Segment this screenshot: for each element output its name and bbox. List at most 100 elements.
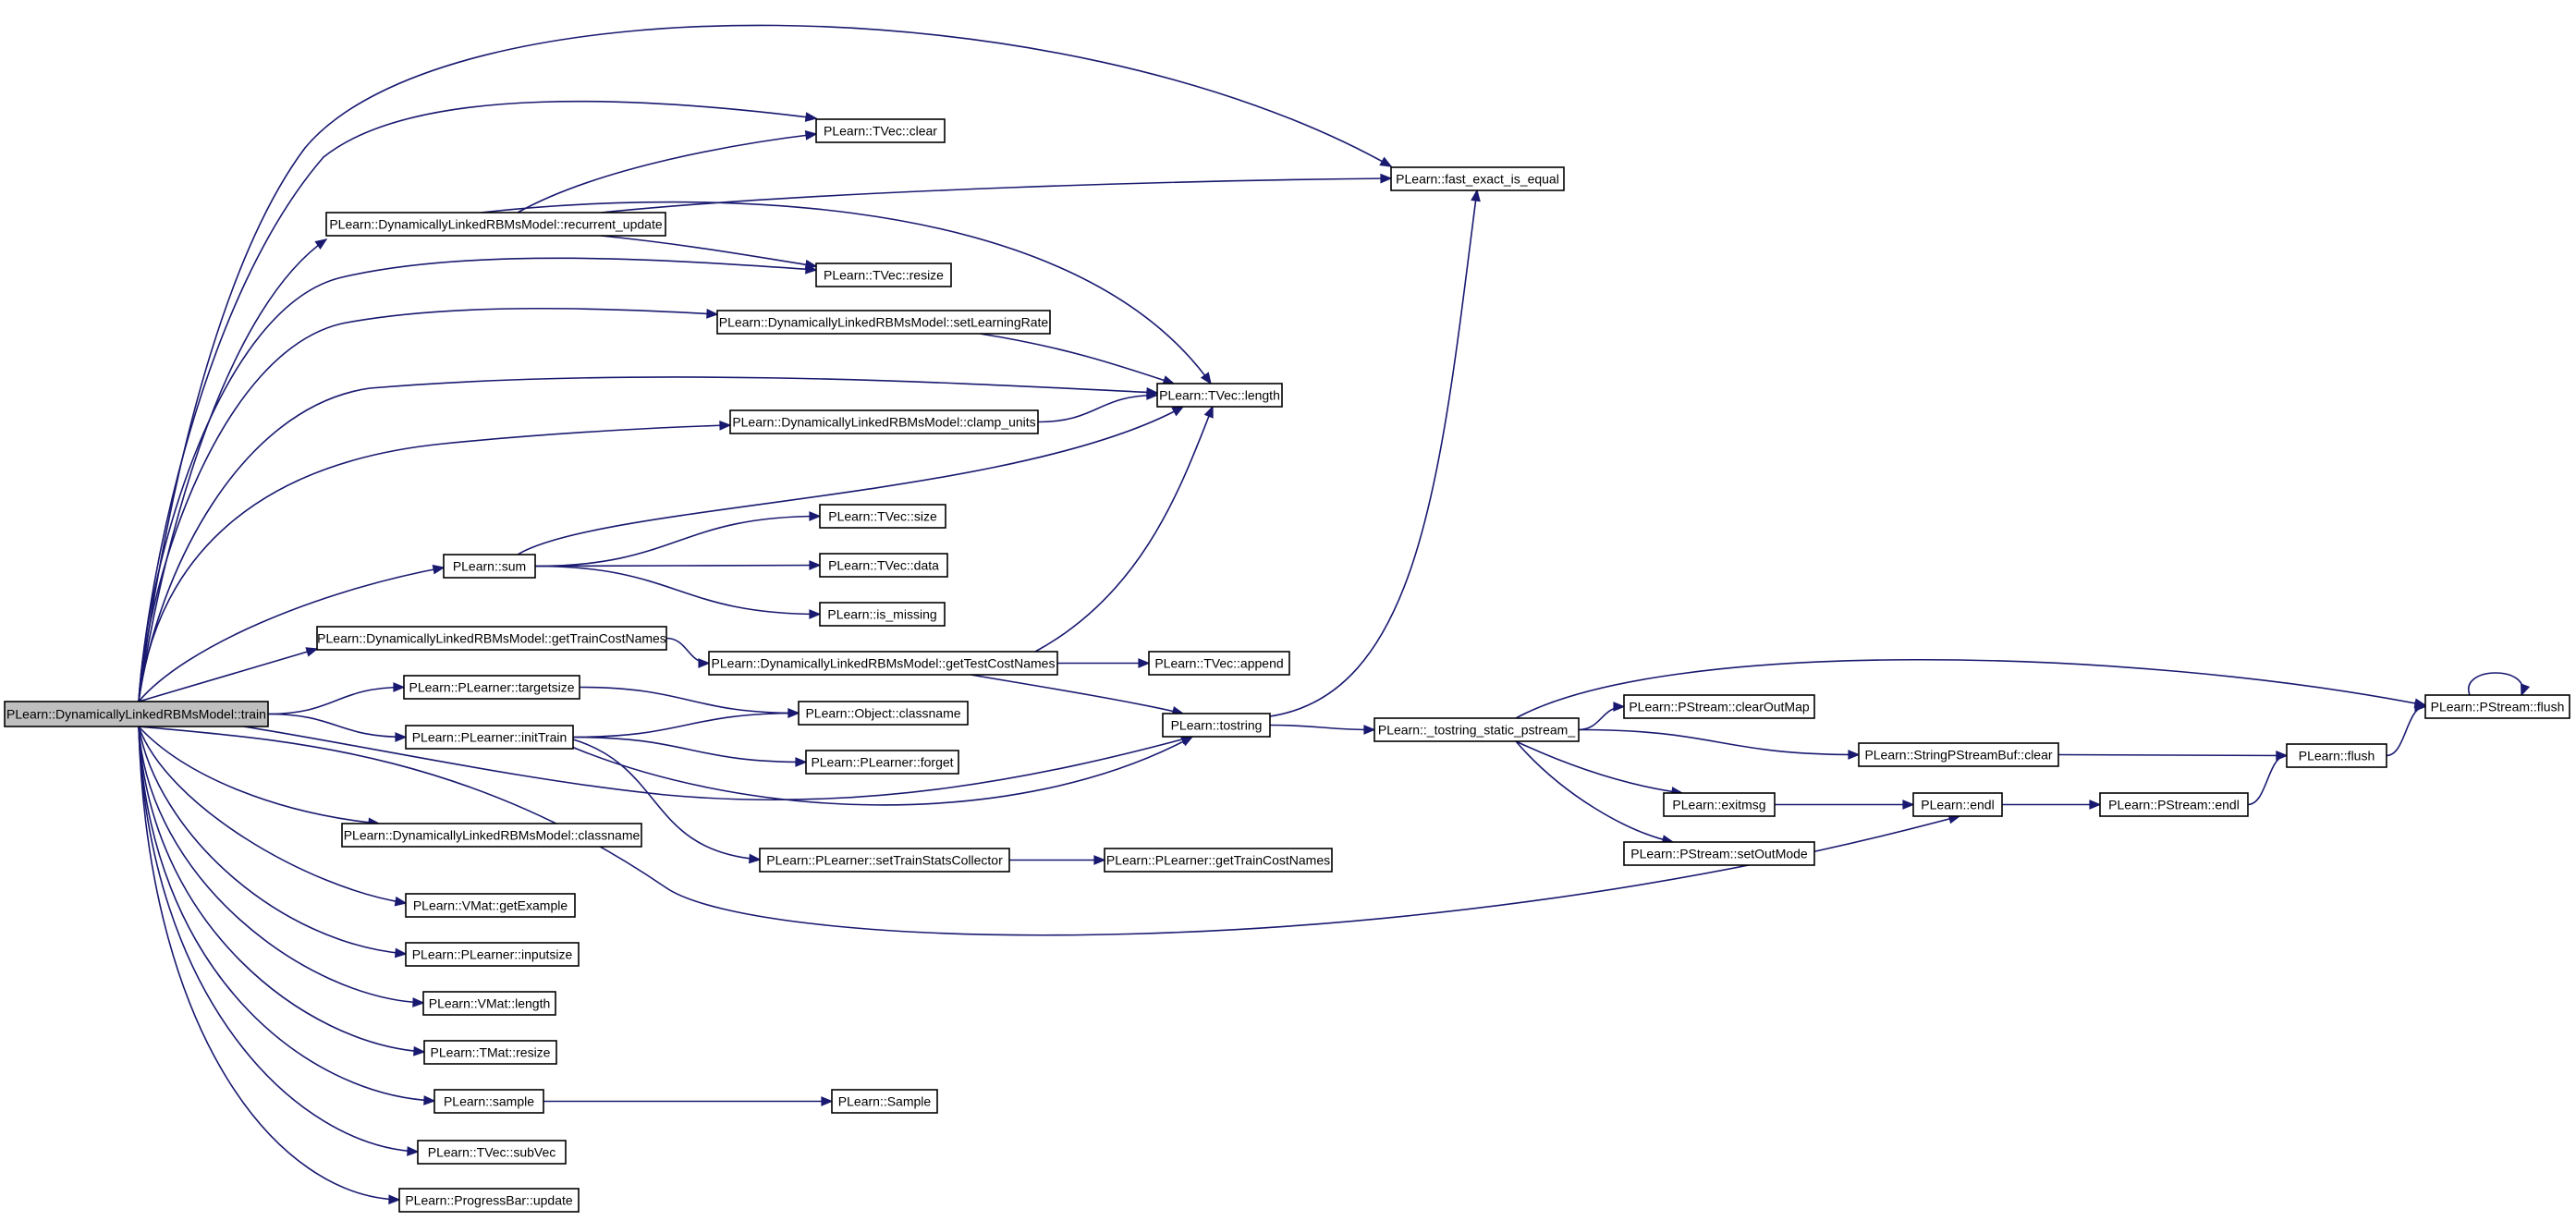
edge-endl-to-pstream_endl [2002,800,2102,810]
node-box [1623,841,1815,866]
node-box [798,701,969,726]
node-sample[interactable]: PLearn::sample [433,1089,544,1114]
arrowhead-icon [1203,405,1214,419]
node-initTrain[interactable]: PLearn::PLearner::initTrain [405,725,574,750]
node-progress_update[interactable]: PLearn::ProgressBar::update [398,1188,580,1213]
node-tvec_length[interactable]: PLearn::TVec::length [1156,383,1283,408]
node-tmat_resize[interactable]: PLearn::TMat::resize [423,1040,557,1065]
edge-train-to-inputsize [138,726,408,958]
node-label: PLearn::PLearner::getTrainCostNames [1106,853,1330,868]
node-layer: PLearn::DynamicallyLinkedRBMsModel::trai… [4,118,2570,1213]
node-forget[interactable]: PLearn::PLearner::forget [805,750,959,775]
node-clamp_units[interactable]: PLearn::DynamicallyLinkedRBMsModel::clam… [729,409,1039,434]
node-exitmsg[interactable]: PLearn::exitmsg [1663,792,1776,817]
edge-setLearningRate-to-tvec_length [979,333,1176,385]
node-subVec[interactable]: PLearn::TVec::subVec [417,1140,567,1165]
node-pl_getTrainCostNames[interactable]: PLearn::PLearner::getTrainCostNames [1104,848,1333,873]
edge-train-to-vmat_length [138,726,425,1007]
node-box [423,1040,557,1065]
node-label: PLearn::TVec::data [828,558,939,573]
node-object_classname[interactable]: PLearn::Object::classname [798,701,969,726]
node-box [1390,166,1565,191]
node-tvec_data[interactable]: PLearn::TVec::data [819,553,948,578]
node-inputsize[interactable]: PLearn::PLearner::inputsize [405,942,580,967]
node-getTrainCostNames[interactable]: PLearn::DynamicallyLinkedRBMsModel::getT… [316,626,667,651]
node-tvec_append[interactable]: PLearn::TVec::append [1148,651,1290,676]
arrowhead-icon [394,896,408,907]
edge-recurrent_update-to-tvec_clear [517,130,818,214]
node-recurrent_update[interactable]: PLearn::DynamicallyLinkedRBMsModel::recu… [325,212,666,237]
node-tvec_resize[interactable]: PLearn::TVec::resize [815,263,952,287]
edge-flush-to-pstream_flush [2386,702,2427,757]
node-label: PLearn::TVec::resize [824,268,944,283]
node-setOutMode[interactable]: PLearn::PStream::setOutMode [1623,841,1815,866]
arrowhead-icon [809,560,822,570]
node-label: PLearn::is_missing [827,607,936,622]
node-sum[interactable]: PLearn::sum [443,554,536,579]
edge-line [267,686,405,715]
node-label: PLearn::PStream::setOutMode [1630,847,1808,861]
arrowhead-icon [395,732,408,742]
edge-recurrent_update-to-tvec_length [480,201,1212,385]
node-label: PLearn::TVec::clear [824,124,937,139]
node-dlrbm_classname[interactable]: PLearn::DynamicallyLinkedRBMsModel::clas… [341,823,642,848]
node-spsb_clear[interactable]: PLearn::StringPStreamBuf::clear [1858,742,2059,767]
node-box [815,263,952,287]
node-label: PLearn::DynamicallyLinkedRBMsModel::clas… [344,828,641,843]
edge-line [138,424,731,702]
node-tvec_clear[interactable]: PLearn::TVec::clear [815,118,946,143]
arrowhead-icon [413,1045,426,1056]
arrowhead-icon [1380,173,1393,184]
edge-line [579,686,800,714]
node-getExample[interactable]: PLearn::VMat::getExample [405,893,576,918]
node-is_missing[interactable]: PLearn::is_missing [819,602,946,627]
node-flush[interactable]: PLearn::flush [2286,743,2387,768]
node-targetsize[interactable]: PLearn::PLearner::targetsize [403,675,580,700]
node-label: PLearn::endl [1921,798,1994,812]
node-label: PLearn::DynamicallyLinkedRBMsModel::clam… [732,415,1035,430]
edge-line [517,133,817,214]
node-box [1623,694,1815,719]
edge-tostring-to-fast_exact [1269,189,1481,717]
arrowhead-icon [1171,406,1185,417]
node-tostring[interactable]: PLearn::tostring [1162,713,1271,738]
arrowhead-icon [1146,390,1159,400]
edge-line [1037,394,1158,423]
node-fast_exact[interactable]: PLearn::fast_exact_is_equal [1390,166,1565,191]
node-getTestCostNames[interactable]: PLearn::DynamicallyLinkedRBMsModel::getT… [708,651,1058,676]
node-label: PLearn::DynamicallyLinkedRBMsModel::getT… [317,631,666,646]
node-tostring_static[interactable]: PLearn::_tostring_static_pstream_ [1373,717,1580,742]
node-box [759,848,1010,873]
edge-sample-to-Sample [543,1096,834,1106]
node-tvec_size[interactable]: PLearn::TVec::size [819,504,946,529]
arrowhead-icon [1200,372,1212,385]
edge-tostring_static-to-setOutMode [1515,740,1675,845]
node-train[interactable]: PLearn::DynamicallyLinkedRBMsModel::trai… [4,701,269,727]
node-pstream_endl[interactable]: PLearn::PStream::endl [2099,792,2249,817]
edge-targetsize-to-object_classname [579,686,800,718]
node-label: PLearn::TVec::append [1154,656,1283,671]
node-box [325,212,666,237]
node-clearOutMap[interactable]: PLearn::PStream::clearOutMap [1623,694,1815,719]
node-setLearningRate[interactable]: PLearn::DynamicallyLinkedRBMsModel::setL… [716,310,1051,335]
edge-line [1269,189,1478,717]
edge-line [1034,406,1214,653]
arrowhead-icon [804,112,818,122]
node-label: PLearn::fast_exact_is_equal [1396,172,1559,187]
arrowhead-icon [809,609,822,619]
node-Sample[interactable]: PLearn::Sample [831,1089,938,1114]
node-box [1104,848,1333,873]
edge-line [1515,658,2426,719]
arrowhead-icon [388,1194,401,1205]
edge-line [534,565,821,616]
edge-train-to-sum [138,564,446,702]
edge-exitmsg-to-endl [1775,800,1915,810]
node-setTrainStats[interactable]: PLearn::PLearner::setTrainStatsCollector [759,848,1010,873]
node-label: PLearn::exitmsg [1672,798,1765,812]
edge-line [138,726,1960,936]
node-pstream_flush[interactable]: PLearn::PStream::flush [2424,694,2570,719]
node-vmat_length[interactable]: PLearn::VMat::length [422,991,556,1016]
node-box [1373,717,1580,742]
node-box [716,310,1051,335]
node-endl[interactable]: PLearn::endl [1912,792,2003,817]
